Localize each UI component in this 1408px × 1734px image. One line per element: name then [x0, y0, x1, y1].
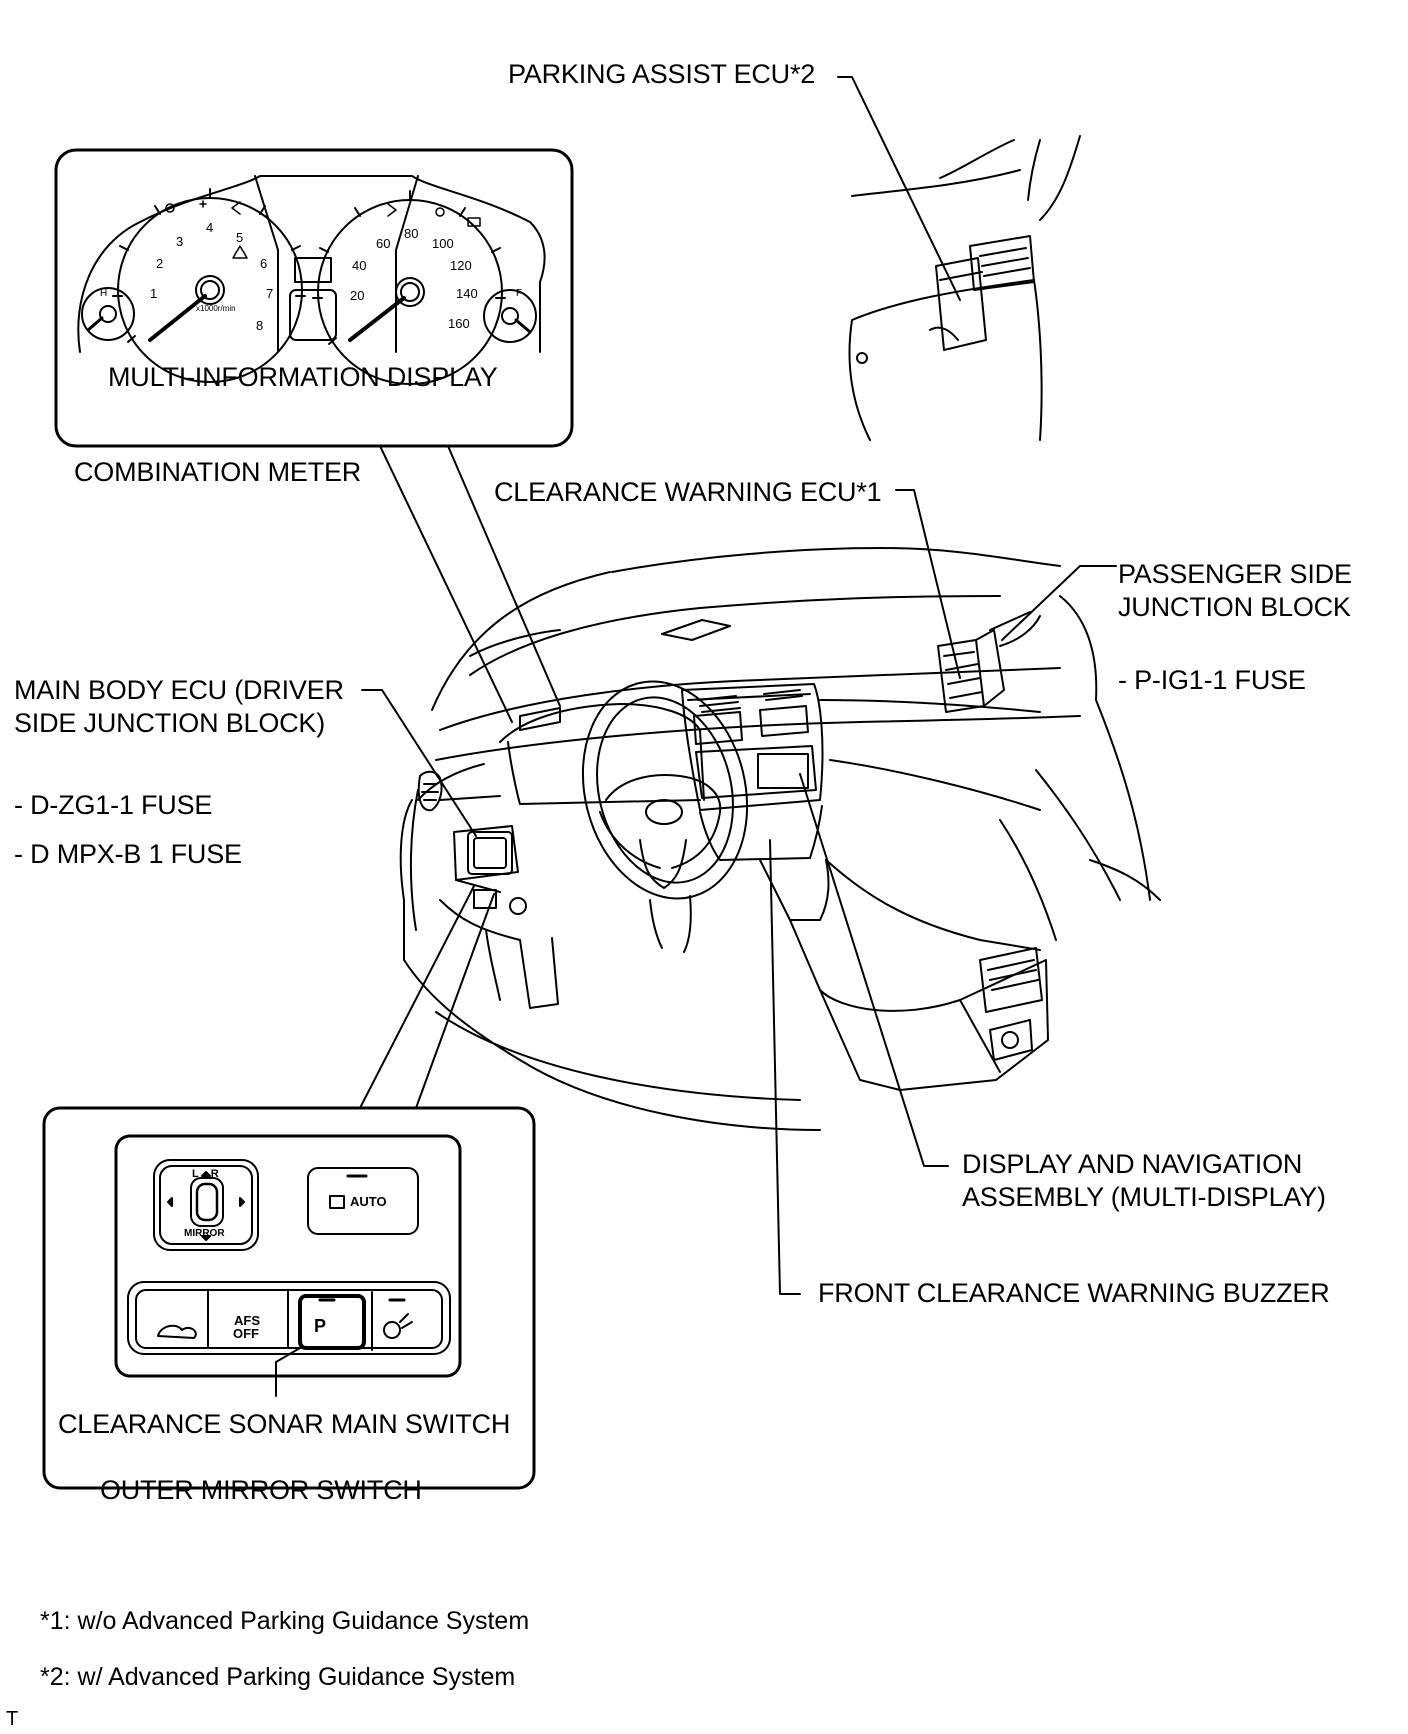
multi-information-display-label: MULTI-INFORMATION DISPLAY — [108, 362, 498, 392]
outer-mirror-switch-inset-frame — [42, 1106, 536, 1490]
leader-lines — [359, 76, 1117, 1295]
cluster-hood — [499, 703, 701, 743]
fuel-f-mark: F — [516, 288, 523, 299]
leader-parking-assist — [837, 76, 961, 301]
mirror-text: MIRROR — [184, 1228, 225, 1239]
auto-text: AUTO — [350, 1194, 387, 1209]
clearance-warning-ecu-label: CLEARANCE WARNING ECU*1 — [494, 477, 882, 507]
speedo-number-140: 140 — [456, 286, 478, 301]
display-nav-label-line1: DISPLAY AND NAVIGATION — [962, 1149, 1303, 1179]
tach-number-7: 7 — [266, 286, 274, 301]
outer-mirror-switch-inset — [42, 1106, 536, 1490]
speedo-number-60: 60 — [376, 236, 391, 251]
dashboard-drawing — [399, 135, 1161, 1131]
steering-wheel — [581, 680, 749, 900]
tach-number-1: 1 — [150, 286, 158, 301]
leader-passenger-junction — [1001, 565, 1117, 641]
center-display-window — [294, 257, 332, 283]
temp-h-mark: H — [100, 288, 108, 299]
speedo-number-20: 20 — [350, 288, 365, 303]
tach-number-2: 2 — [156, 256, 164, 271]
afs-off-text-line1: AFS — [234, 1313, 260, 1328]
display-nav-label-line2: ASSEMBLY (MULTI-DISPLAY) — [962, 1182, 1326, 1212]
display-screen — [757, 753, 809, 789]
tach-number-3: 3 — [176, 234, 184, 249]
parking-assist-ecu-label: PARKING ASSIST ECU*2 — [508, 59, 816, 89]
sonar-switch-leader — [275, 1347, 301, 1397]
d-zg1-fuse-label: - D-ZG1-1 FUSE — [14, 790, 213, 820]
speedo-number-120: 120 — [450, 258, 472, 273]
leader-front-buzzer — [769, 839, 801, 1295]
speedo-number-100: 100 — [432, 236, 454, 251]
combination-meter-inset — [54, 148, 574, 448]
leader-main-body-ecu — [361, 689, 477, 837]
front-buzzer-label: FRONT CLEARANCE WARNING BUZZER — [818, 1278, 1330, 1308]
tach-number-5: 5 — [236, 230, 244, 245]
tach-number-8: 8 — [256, 318, 264, 333]
clearance-sonar-switch-button — [298, 1294, 366, 1350]
passenger-junction-label-line1: PASSENGER SIDE — [1118, 559, 1352, 589]
main-body-ecu-label-line2: SIDE JUNCTION BLOCK) — [14, 708, 326, 738]
afs-off-text-line2: OFF — [233, 1326, 259, 1341]
leader-display-nav — [799, 773, 949, 1167]
fuel-gauge — [483, 289, 537, 343]
speedo-number-40: 40 — [352, 258, 367, 273]
passenger-junction-block-drawing — [937, 611, 1041, 713]
parking-sonar-p-text: P — [314, 1316, 327, 1336]
leader-combination-meter-1 — [379, 445, 513, 723]
temp-gauge — [81, 287, 135, 341]
main-body-ecu-label-line1: MAIN BODY ECU (DRIVER — [14, 675, 344, 705]
tach-unit: x1000r/min — [196, 304, 236, 313]
tach-number-6: 6 — [260, 256, 268, 271]
footnote-2: *2: w/ Advanced Parking Guidance System — [40, 1663, 516, 1691]
leader-clearance-warning-ecu — [895, 489, 961, 679]
clearance-sonar-switch-label: CLEARANCE SONAR MAIN SWITCH — [58, 1409, 511, 1439]
outer-mirror-switch-label: OUTER MIRROR SWITCH — [100, 1475, 422, 1505]
passenger-junction-label-line2: JUNCTION BLOCK — [1118, 592, 1351, 622]
switch-bezel — [114, 1134, 462, 1378]
corner-mark: T — [6, 1708, 19, 1730]
auto-button-frame — [307, 1167, 419, 1235]
center-stack-outline — [681, 683, 824, 811]
footnote-1: *1: w/o Advanced Parking Guidance System — [40, 1607, 530, 1635]
center-console — [789, 919, 1049, 1091]
leader-mirror-switch-2 — [415, 893, 495, 1109]
speedo-number-80: 80 — [404, 226, 419, 241]
mirror-lr-text: L R — [192, 1168, 219, 1180]
leader-mirror-switch-1 — [359, 885, 475, 1109]
combination-meter-label: COMBINATION METER — [74, 457, 362, 487]
tach-number-4: 4 — [206, 220, 214, 235]
d-mpx-fuse-label: - D MPX-B 1 FUSE — [14, 839, 242, 869]
leader-combination-meter-2 — [447, 445, 561, 707]
combination-meter-inset-frame — [54, 148, 574, 448]
p-ig1-fuse-label: - P-IG1-1 FUSE — [1118, 665, 1306, 695]
speedo-number-160: 160 — [448, 316, 470, 331]
mirror-adjust-pad — [153, 1159, 259, 1251]
cluster-housing — [77, 175, 546, 353]
defroster-vent — [661, 619, 731, 641]
parking-assist-ecu-drawing — [848, 135, 1081, 441]
